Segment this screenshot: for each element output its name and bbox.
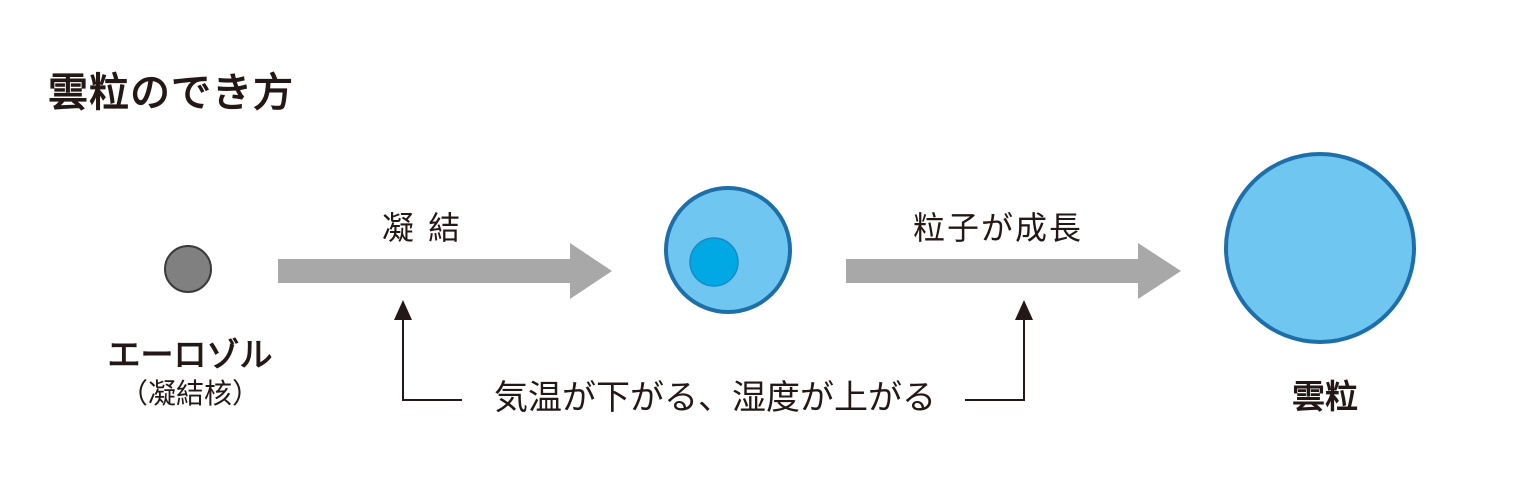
growth-label: 粒子が成長 bbox=[912, 209, 1084, 247]
aerosol-sublabel: （凝結核） bbox=[119, 377, 261, 410]
up-arrowhead-left bbox=[394, 300, 412, 320]
up-arrowhead-right bbox=[1015, 300, 1033, 320]
condensation-nucleus-core bbox=[689, 237, 739, 287]
condition-bracket bbox=[402, 318, 1025, 401]
growth-arrow bbox=[846, 243, 1181, 299]
condensation-label: 凝 結 bbox=[381, 209, 463, 247]
cloud-droplet-label: 雲粒 bbox=[1292, 377, 1358, 416]
condensation-arrow bbox=[278, 243, 612, 299]
cloud-droplet bbox=[1224, 152, 1416, 344]
diagram-title: 雲粒のでき方 bbox=[48, 70, 294, 116]
condensing-droplet bbox=[664, 186, 792, 314]
condition-text: 気温が下がる、湿度が上がる bbox=[484, 370, 946, 419]
aerosol-particle bbox=[164, 245, 212, 293]
aerosol-label: エーロゾル bbox=[107, 335, 273, 374]
